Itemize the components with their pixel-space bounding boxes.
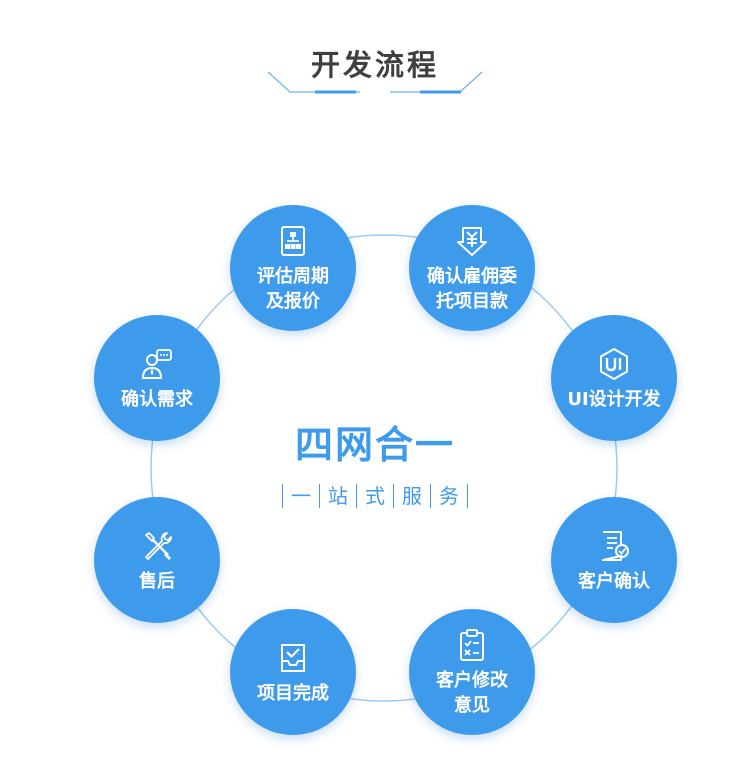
divider: [282, 484, 283, 508]
document-check-icon: [602, 530, 629, 561]
step-node-project-complete: 项目完成: [230, 609, 356, 735]
step-node-client-confirm: 客户确认: [551, 497, 677, 623]
subtitle-char: 一: [291, 484, 311, 508]
divider: [430, 484, 431, 508]
title-decoration: [267, 71, 483, 94]
center-title: 四网合一: [294, 423, 455, 467]
subtitle-char: 式: [365, 484, 385, 508]
subtitle-char: 站: [328, 484, 348, 508]
step-label: 客户修改意见: [436, 670, 508, 716]
step-node-after-sales: 售后: [94, 497, 220, 623]
inbox-check-icon: [281, 643, 305, 672]
subtitle-char: 务: [439, 484, 459, 508]
divider: [393, 484, 394, 508]
divider: [319, 484, 320, 508]
step-label: 售后: [139, 570, 175, 592]
step-label: UI设计开发: [567, 388, 661, 410]
step-label: 项目完成: [257, 682, 329, 704]
step-node-client-revision: 客户修改意见: [409, 609, 535, 735]
step-node-confirm-payment: 确认雇佣委托项目款: [409, 205, 535, 331]
yuan-download-icon: [457, 227, 487, 256]
page-title: 开发流程: [310, 48, 439, 82]
center-subtitle: 一 站 式 服 务: [0, 482, 750, 510]
flowchart-icon: [281, 226, 305, 256]
user-chat-icon: [142, 348, 172, 379]
step-node-confirm-requirements: 确认需求: [94, 315, 220, 441]
step-node-evaluate-quote: 评估周期及报价: [230, 205, 356, 331]
clipboard-checklist-icon: [460, 629, 484, 661]
step-label: 确认需求: [121, 388, 193, 410]
wrench-screwdriver-icon: [145, 531, 172, 560]
step-label: 客户确认: [578, 570, 650, 592]
subtitle-char: 服: [402, 484, 422, 508]
ui-badge-icon: [600, 347, 628, 380]
step-node-ui-design: UI设计开发: [551, 315, 677, 441]
step-label: 确认雇佣委托项目款: [427, 266, 517, 312]
divider: [356, 484, 357, 508]
divider: [467, 484, 468, 508]
step-label: 评估周期及报价: [257, 266, 329, 312]
